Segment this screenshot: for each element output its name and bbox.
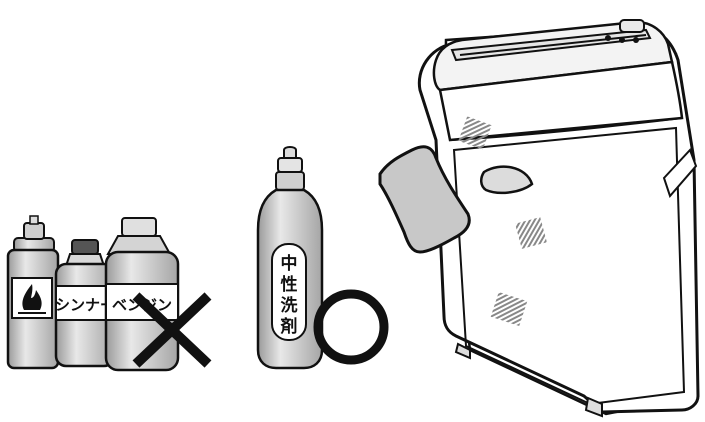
allowed-o-mark [318, 294, 384, 360]
flammable-icon [12, 278, 52, 318]
detergent-label-2: 性 [281, 274, 298, 295]
detergent-label-4: 剤 [280, 316, 298, 337]
neutral-detergent-bottle: 中 性 洗 剤 [258, 147, 322, 368]
allowed-detergent-group: 中 性 洗 剤 [258, 147, 384, 368]
prohibited-solvents-group: シンナー ベンジン [8, 216, 208, 370]
benzine-bottle: ベンジン [106, 218, 178, 370]
detergent-label-3: 洗 [281, 295, 298, 316]
spray-can [8, 216, 58, 368]
detergent-label-1: 中 [281, 253, 298, 274]
